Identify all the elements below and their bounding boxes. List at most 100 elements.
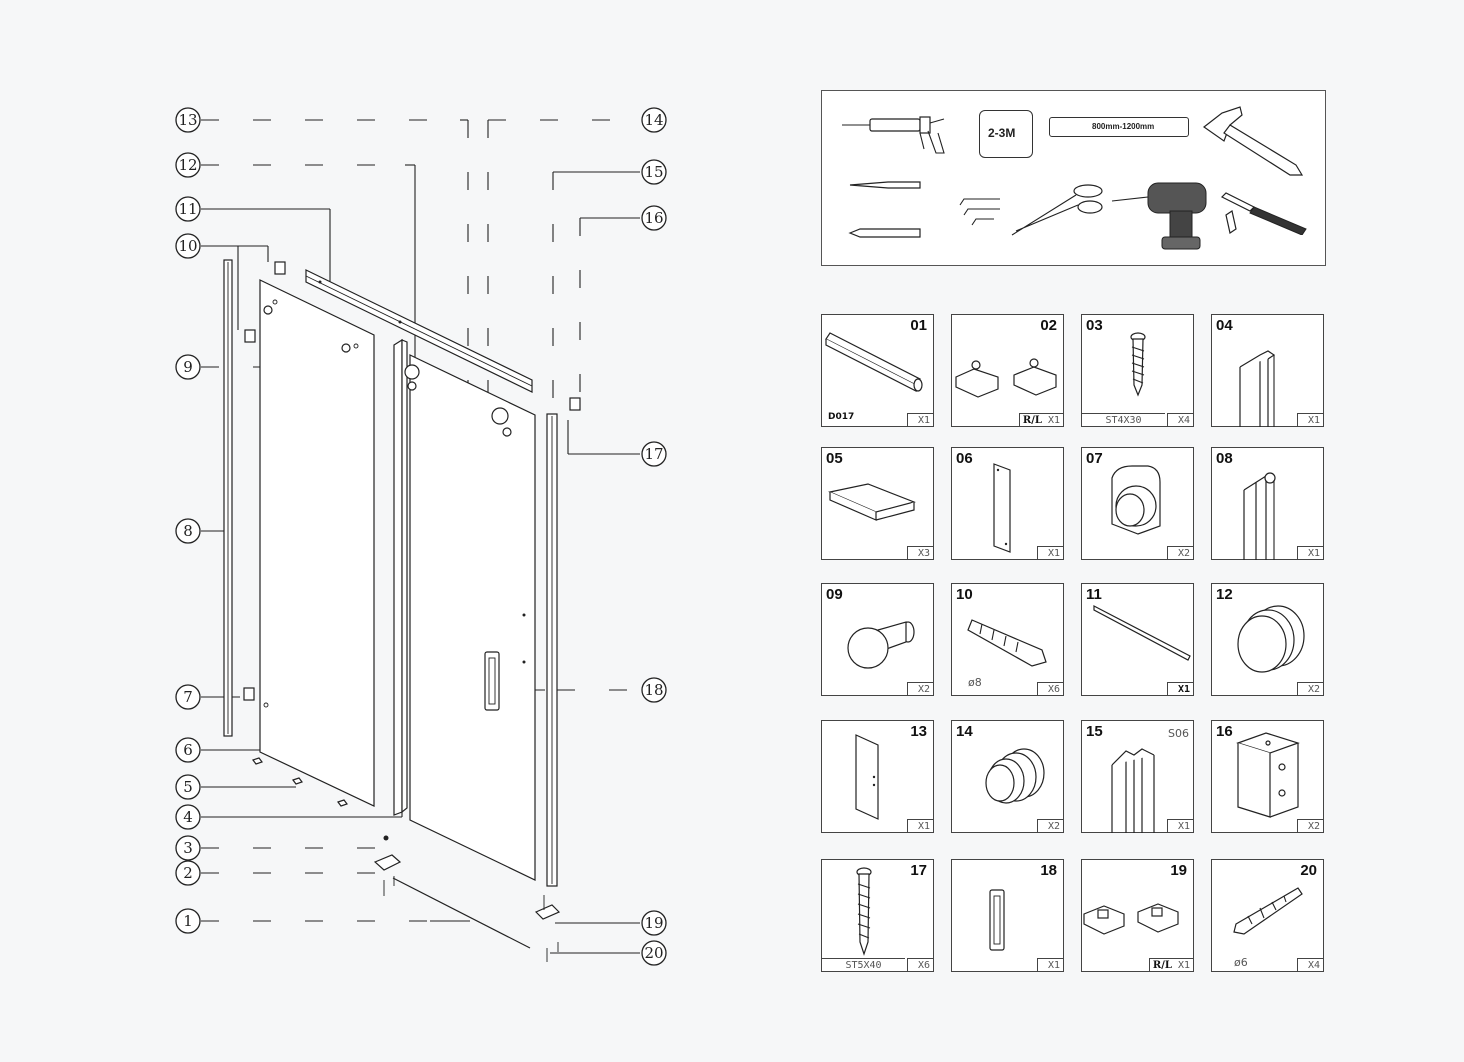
- rollers-and-knobs: [243, 261, 581, 701]
- callout-14: 14: [641, 107, 667, 133]
- part-quantity: X1: [1297, 413, 1323, 426]
- part-card-12: 12 X2: [1211, 583, 1324, 696]
- callout-6: 6: [175, 737, 201, 763]
- part-quantity: X4: [1167, 413, 1193, 426]
- top-rail-icon: [1093, 605, 1191, 661]
- svg-text:3: 3: [183, 839, 193, 857]
- part-quantity: X2: [1297, 682, 1323, 695]
- part-side-label: R/L: [1152, 960, 1172, 971]
- callout-18: 18: [641, 677, 667, 703]
- part-card-09: 09 X2: [821, 583, 934, 696]
- callout-16: 16: [641, 205, 667, 231]
- part-number: 01: [910, 317, 927, 334]
- cordless-drill-icon: [1111, 182, 1207, 250]
- part-spec: ST4X30: [1082, 413, 1165, 426]
- part-number: 17: [910, 862, 927, 879]
- svg-text:14: 14: [644, 111, 663, 129]
- part-card-01: 01 D017 X1: [821, 314, 934, 427]
- svg-text:4: 4: [183, 808, 193, 826]
- part-quantity: X2: [1297, 819, 1323, 832]
- sliding-glass-door: [409, 354, 536, 881]
- fixed-glass-panel: [259, 279, 375, 807]
- spacer-block-icon: [828, 483, 916, 521]
- drill-bit-icon: [849, 181, 921, 189]
- hammer-icon: [1202, 106, 1304, 176]
- part-card-03: 03 ST4X30 X4: [1081, 314, 1194, 427]
- part-quantity: R/L X1: [1148, 958, 1193, 971]
- svg-text:5: 5: [183, 778, 193, 796]
- part-card-17: 17 ST5X40 X6: [821, 859, 934, 972]
- part-quantity: X2: [907, 682, 933, 695]
- part-number: 10: [956, 586, 973, 603]
- svg-text:12: 12: [178, 156, 197, 174]
- svg-text:15: 15: [644, 163, 663, 181]
- part-card-07: 07 X2: [1081, 447, 1194, 560]
- part-card-18: 18 X1: [951, 859, 1064, 972]
- wall-bracket-icon: [1236, 732, 1300, 818]
- callout-8: 8: [175, 518, 201, 544]
- small-anchor-icon: [1233, 887, 1303, 935]
- roller-icon: [1237, 605, 1305, 673]
- part-card-13: 13 X1: [821, 720, 934, 833]
- sliding-door-panel-icon: [855, 734, 879, 820]
- svg-text:7: 7: [183, 688, 193, 706]
- callout-15: 15: [641, 159, 667, 185]
- part-card-11: 11 X1: [1081, 583, 1194, 696]
- part-card-14: 14 X2: [951, 720, 1064, 833]
- callout-7: 7: [175, 684, 201, 710]
- part-card-16: 16 X2: [1211, 720, 1324, 833]
- bottom-rail-icon: [825, 332, 923, 392]
- caulking-gun-icon: [842, 116, 945, 154]
- part-card-02: 02 R/L X1: [951, 314, 1064, 427]
- svg-text:2: 2: [183, 864, 193, 882]
- part-quantity: X1: [1167, 819, 1193, 832]
- svg-text:20: 20: [644, 944, 663, 962]
- tape-measure-label: 2-3M: [988, 126, 1016, 140]
- part-quantity: X6: [1037, 682, 1063, 695]
- svg-text:9: 9: [183, 358, 193, 376]
- wall-profile-right: [546, 413, 558, 887]
- part-card-19: 19 R/L X1: [1081, 859, 1194, 972]
- top-rail: [305, 269, 533, 393]
- svg-text:17: 17: [644, 445, 663, 463]
- part-quantity: X1: [1297, 546, 1323, 559]
- part-spec: ST5X40: [822, 958, 905, 971]
- part-card-08: 08 X1: [1211, 447, 1324, 560]
- part-quantity: X1: [907, 413, 933, 426]
- part-quantity: X4: [1297, 958, 1323, 971]
- part-number: 04: [1216, 317, 1233, 334]
- svg-text:6: 6: [183, 741, 193, 759]
- part-card-06: 06 X1: [951, 447, 1064, 560]
- spirit-level-label: 800mm-1200mm: [1092, 122, 1155, 131]
- callout-10: 10: [175, 233, 201, 259]
- knob-icon: [847, 621, 915, 669]
- long-screw-icon: [856, 867, 872, 956]
- hex-keys-icon: [959, 198, 1000, 226]
- part-number: 20: [1300, 862, 1317, 879]
- door-profile-icon: [1111, 748, 1155, 833]
- part-card-20: 20 ø6 X4: [1211, 859, 1324, 972]
- exploded-assembly-diagram: 13 12 11 10 9 8 7 6 5 4 3 2 1 14 15 16 1…: [175, 107, 667, 966]
- part-number: 06: [956, 450, 973, 467]
- part-number: 14: [956, 723, 973, 740]
- tape-measure-icon: 2-3M: [979, 110, 1033, 158]
- part-number: 16: [1216, 723, 1233, 740]
- part-quantity: X1: [907, 819, 933, 832]
- callout-20: 20: [641, 940, 667, 966]
- glass-clamp-icon: [1111, 465, 1161, 535]
- svg-text:10: 10: [178, 237, 197, 255]
- part-card-10: 10 ø8 X6: [951, 583, 1064, 696]
- callout-4: 4: [175, 804, 201, 830]
- part-quantity: X1: [1167, 682, 1193, 695]
- wall-anchor-icon: [967, 619, 1047, 667]
- callout-12: 12: [175, 152, 201, 178]
- svg-text:13: 13: [178, 111, 197, 129]
- part-number: 05: [826, 450, 843, 467]
- callout-9: 9: [175, 354, 201, 380]
- part-number: 08: [1216, 450, 1233, 467]
- part-quantity: X2: [1167, 546, 1193, 559]
- door-stopper-icon: [985, 748, 1045, 804]
- roller-bracket-icon: [955, 358, 1057, 398]
- fixed-glass-panel-icon: [993, 463, 1011, 553]
- part-quantity: X2: [1037, 819, 1063, 832]
